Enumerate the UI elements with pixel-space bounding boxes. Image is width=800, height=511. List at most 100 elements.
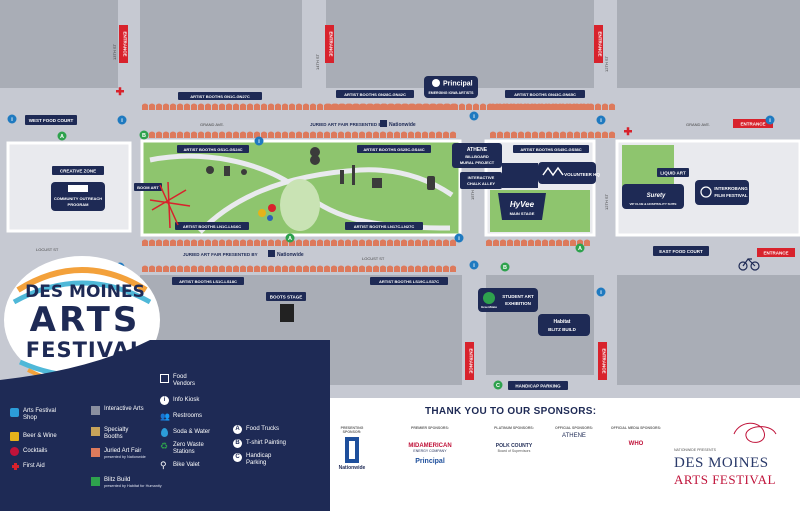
artist-booth-tent: [331, 239, 337, 246]
artist-booth-tent: [574, 131, 580, 138]
info-icon[interactable]: i: [254, 136, 264, 146]
booth-label[interactable]: ARTIST BOOTHS LN17C-LN27C: [345, 222, 423, 230]
entrance-sign[interactable]: ENTRANCE: [594, 25, 603, 63]
booth-label[interactable]: ARTIST BOOTHS LS19C-LS37C: [370, 277, 448, 285]
info-icon[interactable]: i: [469, 111, 479, 121]
artist-booth-tent: [282, 131, 288, 138]
handicap-parking[interactable]: HANDICAP PARKING: [508, 381, 568, 390]
svg-text:Nationwide: Nationwide: [389, 122, 416, 128]
svg-text:i: i: [473, 114, 475, 120]
svg-text:ARTIST BOOTHS GN1C-GN27C: ARTIST BOOTHS GN1C-GN27C: [190, 94, 250, 99]
entrance-sign[interactable]: ENTRANCE: [465, 342, 474, 380]
svg-text:WEST FOOD COURT: WEST FOOD COURT: [29, 118, 74, 123]
food-truck-badge[interactable]: A: [285, 233, 295, 243]
principal-emerging-artists[interactable]: Principal EMERGING IOWA ARTISTS: [424, 76, 478, 98]
entrance-sign[interactable]: ENTRANCE: [757, 248, 795, 257]
artist-booth-tent: [149, 239, 155, 246]
first-aid-icon[interactable]: [624, 127, 632, 136]
park-fountain: [280, 179, 320, 231]
handicap-badge[interactable]: C: [493, 380, 503, 390]
info-icon[interactable]: i: [454, 233, 464, 243]
artist-booth-tent: [511, 103, 517, 110]
artist-booth-tent: [156, 239, 162, 246]
creative-zone-label[interactable]: CREATIVE ZONE: [52, 166, 104, 175]
artist-booth-tent: [373, 239, 379, 246]
first-aid-icon[interactable]: [116, 87, 124, 96]
svg-text:STUDENT ART: STUDENT ART: [502, 294, 534, 299]
specialty-booth-icon: [91, 427, 100, 436]
grand-ave-label: GRAND AVE.: [200, 122, 224, 127]
artist-booth-tent: [156, 265, 162, 272]
booth-label[interactable]: ARTIST BOOTHS LS1C-LS18C: [172, 277, 244, 285]
food-truck-badge[interactable]: A: [575, 243, 585, 253]
svg-text:MURAL PROJECT: MURAL PROJECT: [460, 160, 495, 165]
interactive-chalk-alley[interactable]: INTERACTIVE CHALK ALLEY: [460, 172, 502, 189]
entrance-sign[interactable]: ENTRANCE: [598, 342, 607, 380]
artist-booth-tent: [511, 131, 517, 138]
svg-text:VIP CLUB & HOSPITALITY SUITE: VIP CLUB & HOSPITALITY SUITE: [629, 202, 676, 206]
bike-valet-icon[interactable]: [738, 258, 760, 271]
interrobang-film-festival[interactable]: INTERROBANG FILM FESTIVAL: [695, 180, 749, 205]
artist-booth-tent: [443, 131, 449, 138]
svg-text:Principal: Principal: [443, 81, 473, 88]
booth-label[interactable]: ARTIST BOOTHS GN28C-GN42C: [336, 90, 414, 98]
artist-booth-tent: [184, 239, 190, 246]
info-icon[interactable]: i: [469, 260, 479, 270]
artist-booth-tent: [466, 103, 472, 110]
artist-booth-tent: [429, 239, 435, 246]
artist-booth-tent: [366, 131, 372, 138]
artist-booth-tent: [408, 131, 414, 138]
booth-label[interactable]: ARTIST BOOTHS GS25C-GS44C: [357, 145, 431, 153]
cocktail-icon: [10, 447, 19, 456]
artist-booth-tent: [324, 239, 330, 246]
booth-label[interactable]: ARTIST BOOTHS GN1C-GN27C: [178, 92, 262, 100]
athene-billboard-mural[interactable]: ATHENE BILLBOARD MURAL PROJECT: [452, 143, 502, 168]
entrance-sign[interactable]: ENTRANCE: [325, 25, 334, 63]
artist-booth-tent: [212, 103, 218, 110]
main-stage[interactable]: HyVee MAIN STAGE: [498, 163, 546, 220]
boots-stage[interactable]: BOOTS STAGE: [266, 292, 306, 322]
info-icon[interactable]: i: [765, 115, 775, 125]
volunteer-hq[interactable]: VOLUNTEER HQ: [538, 162, 600, 184]
tshirt-badge[interactable]: B: [139, 130, 149, 140]
artist-booth-tent: [282, 265, 288, 272]
artist-booth-tent: [528, 239, 534, 246]
east-food-court[interactable]: EAST FOOD COURT: [653, 246, 709, 256]
artist-booth-tent: [581, 103, 587, 110]
svg-text:A: A: [578, 246, 582, 252]
community-outreach[interactable]: COMMUNITY OUTREACH PROGRAM: [51, 182, 105, 211]
booth-label[interactable]: ARTIST BOOTHS LN1C-LN16C: [175, 222, 249, 230]
info-icon[interactable]: i: [596, 287, 606, 297]
booth-label[interactable]: ARTIST BOOTHS GS45C-GS58C: [513, 145, 589, 153]
booth-label[interactable]: ARTIST BOOTHS GS1C-GS24C: [177, 145, 249, 153]
entrance-sign[interactable]: ENTRANCE: [119, 25, 128, 63]
artist-booth-tent: [359, 265, 365, 272]
artist-booth-tent: [289, 131, 295, 138]
artist-booth-tent: [570, 239, 576, 246]
bike-icon: ⚲: [160, 460, 167, 470]
artist-booth-tent: [310, 265, 316, 272]
artist-booth-tent: [331, 265, 337, 272]
svg-text:COMMUNITY OUTREACH: COMMUNITY OUTREACH: [54, 196, 102, 201]
info-icon[interactable]: i: [7, 114, 17, 124]
artist-booth-tent: [219, 131, 225, 138]
vip-club[interactable]: Surety VIP CLUB & HOSPITALITY SUITE: [622, 184, 684, 209]
blitz-build[interactable]: Habitat BLITZ BUILD: [538, 314, 590, 336]
food-truck-badge[interactable]: A: [57, 131, 67, 141]
locust-label-mid: LOCUST ST: [362, 256, 385, 261]
boom-art-label[interactable]: BOOM ART: [134, 183, 162, 191]
info-icon[interactable]: i: [596, 115, 606, 125]
west-food-court[interactable]: WEST FOOD COURT: [25, 115, 77, 125]
booth-label[interactable]: ARTIST BOOTHS GN43C-GN65C: [505, 90, 585, 98]
artist-booth-tent: [436, 239, 442, 246]
info-icon[interactable]: i: [117, 115, 127, 125]
artist-booth-tent: [317, 265, 323, 272]
entrance-sign[interactable]: ENTRANCE: [733, 119, 773, 128]
artist-booth-tent: [268, 103, 274, 110]
artist-booth-tent: [233, 265, 239, 272]
artist-booth-tent: [240, 103, 246, 110]
liquid-art-label[interactable]: LIQUID ART: [657, 168, 689, 177]
artist-booth-tent: [333, 103, 339, 110]
student-art-exhibition[interactable]: GreenState STUDENT ART EXHIBITION: [478, 288, 538, 312]
tshirt-badge[interactable]: B: [500, 262, 510, 272]
